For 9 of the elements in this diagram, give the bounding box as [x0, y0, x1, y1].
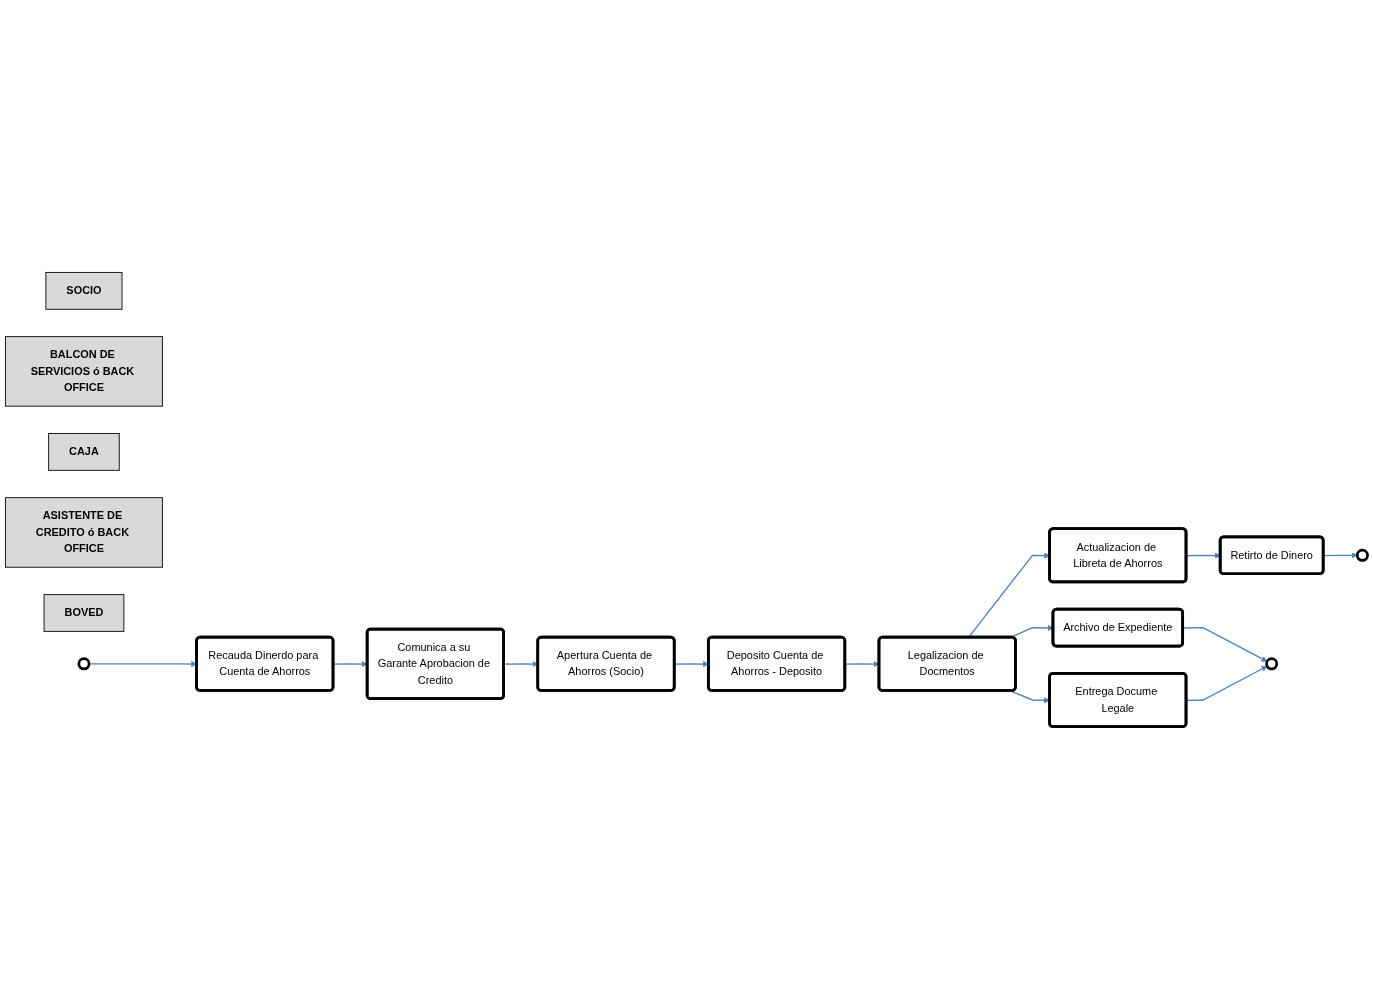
- node-circle: [1265, 657, 1279, 671]
- node-circle: [77, 657, 91, 671]
- node-box: BOVED: [43, 594, 125, 633]
- node-box: ASISTENTE DE CREDITO ó BACK OFFICE: [4, 497, 163, 569]
- node-box: SOCIO: [45, 272, 123, 311]
- node-box: BALCON DE SERVICIOS ó BACK OFFICE: [4, 336, 163, 408]
- node-box: CAJA: [48, 433, 120, 472]
- arrow: [1182, 627, 1268, 663]
- node-circle: [1355, 549, 1369, 563]
